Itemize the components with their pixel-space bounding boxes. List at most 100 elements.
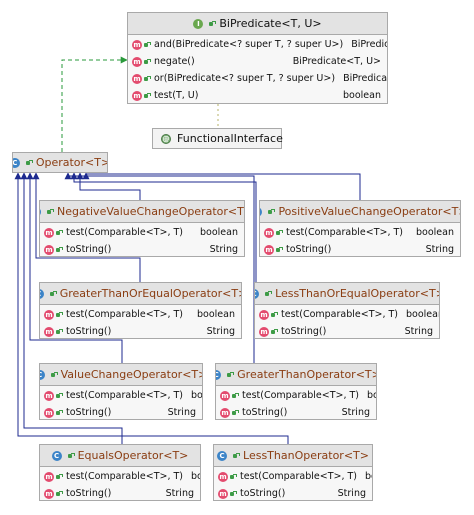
public-visibility-icon xyxy=(56,229,63,236)
method-row[interactable]: m toString() String xyxy=(40,323,241,338)
implements-edge xyxy=(61,56,128,152)
public-visibility-icon xyxy=(46,208,54,215)
public-visibility-icon xyxy=(144,92,151,99)
method-icon: m xyxy=(44,407,54,418)
method-row[interactable]: m test(Comparable<T>, T) boolean xyxy=(216,387,376,404)
method-icon: m xyxy=(218,471,228,482)
method-signature: test(Comparable<T>, T) xyxy=(240,471,358,482)
less-than-or-equal-operator-class[interactable]: C LessThanOrEqualOperator<T> mtest(Compa… xyxy=(254,282,440,339)
method-return-type: BiPredicate<T, U> xyxy=(351,39,387,50)
interface-icon: I xyxy=(193,18,204,29)
method-row[interactable]: m and(BiPredicate<? super T, ? super U>)… xyxy=(128,36,387,53)
greater-than-or-equal-operator-class[interactable]: C GreaterThanOrEqualOperator<T> mtest(Co… xyxy=(39,282,242,339)
public-visibility-icon xyxy=(56,473,63,480)
public-visibility-icon xyxy=(232,409,239,416)
public-visibility-icon xyxy=(276,229,283,236)
method-icon: m xyxy=(44,390,54,401)
method-icon: m xyxy=(44,471,54,482)
method-return-type: String xyxy=(404,326,433,337)
method-signature: toString() xyxy=(66,326,112,337)
negative-title: NegativeValueChangeOperator<T> xyxy=(56,205,245,218)
lte-header: C LessThanOrEqualOperator<T> xyxy=(255,283,439,305)
class-icon: C xyxy=(255,288,260,299)
method-signature: test(Comparable<T>, T) xyxy=(66,227,184,238)
public-visibility-icon xyxy=(209,20,217,27)
less-than-operator-class[interactable]: C LessThanOperator<T> m test(Comparable<T… xyxy=(213,444,373,501)
public-visibility-icon xyxy=(230,473,237,480)
method-row[interactable]: m toString() String xyxy=(40,241,244,256)
method-icon: m xyxy=(44,326,54,337)
method-row[interactable]: m toString() String xyxy=(40,404,202,419)
method-icon: m xyxy=(220,407,230,418)
method-return-type: boolean xyxy=(367,390,376,401)
greater-than-operator-class[interactable]: C GreaterThanOperator<T> mtest(Comparabl… xyxy=(215,363,377,420)
edge-vco xyxy=(26,172,123,363)
method-return-type: BiPredicate<T, U> xyxy=(292,56,381,67)
operator-title: Operator<T> xyxy=(35,156,108,169)
method-return-type: String xyxy=(425,244,454,255)
method-return-type: String xyxy=(337,488,366,499)
method-signature: test(Comparable<T>, T) xyxy=(242,390,360,401)
method-return-type: BiPredicate<T, U> xyxy=(343,73,388,84)
method-row[interactable]: m or(BiPredicate<? super T, ? super U>) … xyxy=(128,70,387,87)
method-signature: toString() xyxy=(66,488,112,499)
method-row[interactable]: m negate() BiPredicate<T, U> xyxy=(128,53,387,70)
method-signature: test(Comparable<T>, T) xyxy=(66,390,184,401)
value-change-operator-class[interactable]: C ValueChangeOperator<T> mtest(Comparabl… xyxy=(39,363,203,420)
method-signature: test(T, U) xyxy=(154,90,199,101)
eq-title: EqualsOperator<T> xyxy=(77,449,189,462)
public-visibility-icon xyxy=(56,328,63,335)
method-signature: toString() xyxy=(242,407,288,418)
lt-header: C LessThanOperator<T> xyxy=(214,445,372,467)
method-signature: and(BiPredicate<? super T, ? super U>) xyxy=(154,39,344,50)
method-return-type: String xyxy=(167,407,196,418)
edge-lte xyxy=(70,172,257,282)
method-icon: m xyxy=(44,488,54,499)
method-return-type: boolean xyxy=(343,90,381,101)
public-visibility-icon xyxy=(56,311,63,318)
method-return-type: boolean xyxy=(197,309,235,320)
class-icon: C xyxy=(40,206,41,217)
method-return-type: String xyxy=(209,244,238,255)
bipredicate-class[interactable]: I BiPredicate<T, U> m and(BiPredicate<? … xyxy=(127,12,388,104)
operator-class[interactable]: C Operator<T> xyxy=(12,152,108,173)
method-return-type: boolean xyxy=(365,471,372,482)
gte-header: C GreaterThanOrEqualOperator<T> xyxy=(40,283,241,305)
method-icon: m xyxy=(44,309,54,320)
method-row[interactable]: m test(T, U) boolean xyxy=(128,87,387,103)
public-visibility-icon xyxy=(56,392,63,399)
class-icon: C xyxy=(260,206,263,217)
method-icon: m xyxy=(259,309,269,320)
annotation-icon: @ xyxy=(161,133,171,144)
method-icon: m xyxy=(44,244,54,255)
negative-value-change-operator-class[interactable]: C NegativeValueChangeOperator<T> mtest(C… xyxy=(39,200,245,257)
method-signature: negate() xyxy=(154,56,195,67)
gte-title: GreaterThanOrEqualOperator<T> xyxy=(59,287,242,300)
method-signature: toString() xyxy=(66,244,112,255)
public-visibility-icon xyxy=(268,208,276,215)
positive-value-change-operator-class[interactable]: C PositiveValueChangeOperator<T> mtest(C… xyxy=(259,200,461,257)
edge-lt xyxy=(14,172,289,444)
public-visibility-icon xyxy=(227,371,235,378)
method-return-type: boolean xyxy=(416,227,454,238)
class-icon: C xyxy=(40,369,45,380)
method-row[interactable]: m test(Comparable<T>, T) boolean xyxy=(214,468,372,485)
functional-interface-annotation[interactable]: @ FunctionalInterface xyxy=(152,128,283,149)
method-signature: toString() xyxy=(66,407,112,418)
method-signature: test(Comparable<T>, T) xyxy=(286,227,404,238)
method-return-type: String xyxy=(206,326,235,337)
method-return-type: boolean xyxy=(406,309,439,320)
method-icon: m xyxy=(220,390,230,401)
